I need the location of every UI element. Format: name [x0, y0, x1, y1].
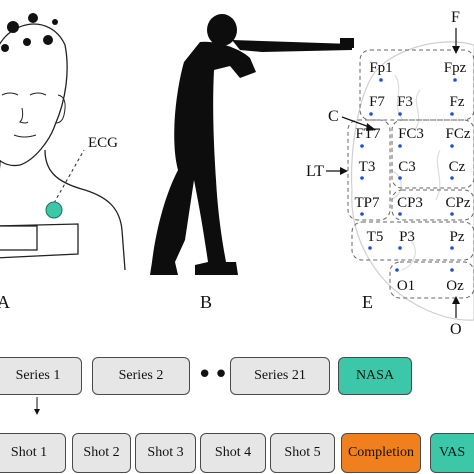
vas-label: VAS: [439, 445, 466, 460]
shooter-silhouette: [150, 14, 354, 275]
electrode-label: Oz: [446, 278, 464, 294]
shot-box-3: Shot 3: [135, 433, 196, 473]
electrode-label: FCz: [445, 126, 470, 142]
nasa-box: NASA: [338, 357, 412, 395]
face-nose-mouth: [13, 107, 37, 138]
panel-label-a: A: [0, 292, 10, 312]
shot-label: Shot 3: [147, 445, 184, 460]
arrow-label-c: C: [328, 108, 339, 125]
arrowhead-f: [452, 46, 460, 54]
vas-box: VAS: [430, 433, 474, 473]
electrode-label: TP7: [354, 195, 380, 211]
shot-box-5: Shot 5: [270, 433, 335, 473]
arrow-label-f: F: [451, 9, 460, 26]
brain-outline: [351, 41, 474, 321]
panel-label-e: E: [362, 292, 373, 312]
ecg-electrode: [45, 201, 63, 219]
electrode-dots: [360, 78, 457, 272]
electrode-label: Pz: [450, 229, 465, 245]
electrode-label: Fpz: [444, 60, 467, 76]
neck-right: [44, 149, 126, 271]
electrode-label: F3: [397, 94, 413, 110]
arrowhead-lt: [340, 167, 348, 175]
strap-buckle: [0, 225, 38, 251]
arrow-label-lt: LT: [306, 163, 324, 180]
electrode-label: T3: [359, 159, 376, 175]
nasa-label: NASA: [355, 368, 395, 383]
panel-label-b: B: [200, 292, 212, 312]
cap-electrodes: [1, 13, 58, 52]
face-ear: [55, 94, 66, 124]
electrode-label: FC3: [398, 126, 424, 142]
group-centroparietal: [391, 189, 474, 221]
electrode-groups: [347, 49, 474, 299]
electrode-label: Fz: [450, 94, 465, 110]
series-box-1: Series 1: [0, 357, 82, 395]
electrode-label: O1: [397, 278, 415, 294]
series-label: Series 1: [15, 368, 61, 383]
group-left-temporal: [347, 119, 391, 221]
series-label: Series 21: [254, 368, 306, 383]
electrode-labels: Fp1 Fpz F7 F3 Fz FT7 FC3 FCz T3 C3 Cz TP…: [354, 60, 470, 294]
shot-box-2: Shot 2: [72, 433, 131, 473]
series-to-shots-arrowhead: [34, 409, 40, 415]
electrode-label: P3: [399, 229, 415, 245]
subject-figure: [0, 23, 126, 271]
group-central: [391, 119, 474, 189]
shot-label: Shot 5: [284, 445, 321, 460]
face-eyes: [1, 92, 47, 96]
arrowhead-c: [366, 123, 376, 131]
group-frontal: [359, 49, 474, 121]
shot-label: Shot 2: [83, 445, 120, 460]
completion-label: Completion: [347, 445, 415, 460]
electrode-label: C3: [398, 159, 416, 175]
electrode-label: Fp1: [369, 60, 392, 76]
series-box-2: Series 2: [92, 357, 190, 395]
group-parietal: [351, 221, 474, 261]
series-box-21: Series 21: [230, 357, 330, 395]
electrode-label: T5: [367, 229, 384, 245]
shot-box-1: Shot 1: [0, 433, 66, 473]
electrode-label: F7: [369, 94, 385, 110]
shot-box-4: Shot 4: [200, 433, 266, 473]
shot-label: Shot 4: [214, 445, 252, 460]
shot-label: Shot 1: [10, 445, 48, 460]
electrode-label: Cz: [449, 159, 466, 175]
group-occipital: [389, 261, 474, 299]
head-outline: [0, 23, 68, 167]
ecg-leader-line: [53, 149, 85, 204]
electrode-label: CPz: [445, 195, 470, 211]
arrowhead-o: [452, 296, 460, 304]
electrode-label: CP3: [397, 195, 423, 211]
completion-box: Completion: [341, 433, 421, 473]
series-label: Series 2: [118, 368, 164, 383]
ecg-label: ECG: [88, 135, 118, 151]
arrow-label-o: O: [450, 321, 462, 338]
